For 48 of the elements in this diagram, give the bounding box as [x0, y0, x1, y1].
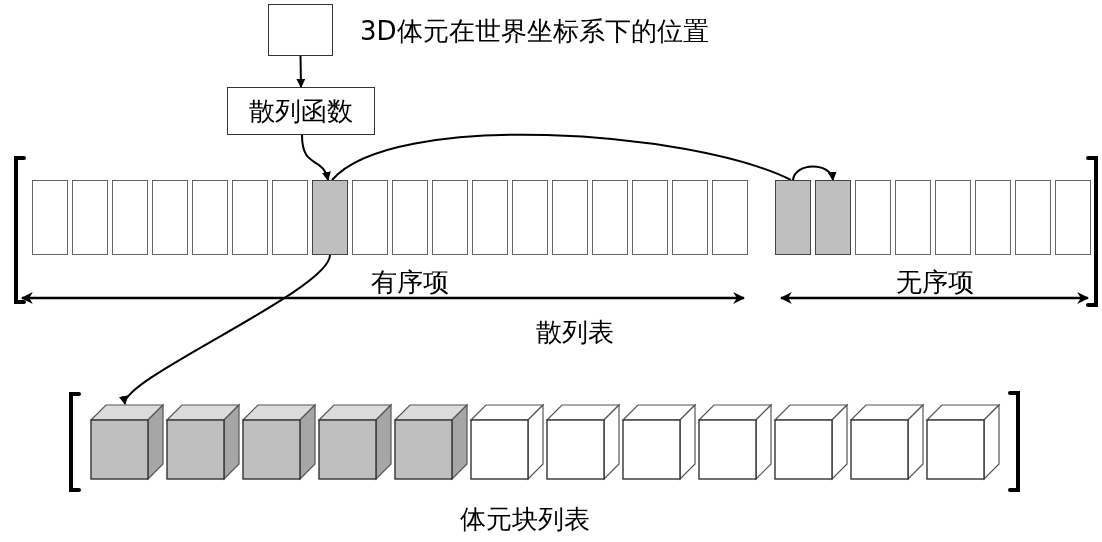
cube-drawing — [166, 404, 240, 480]
hash-cell — [712, 180, 748, 255]
hash-cell — [775, 180, 811, 255]
hash-cell — [512, 180, 548, 255]
arrow — [296, 55, 306, 88]
range-label: 无序项 — [896, 268, 974, 296]
hash-cell — [975, 180, 1011, 255]
hash-cell — [232, 180, 268, 255]
table-caption: 散列表 — [536, 318, 614, 346]
hash-cell — [632, 180, 668, 255]
process-box — [227, 87, 375, 135]
hash-cell — [552, 180, 588, 255]
hash-cell — [312, 180, 348, 255]
hash-cell — [935, 180, 971, 255]
cube-drawing — [90, 404, 164, 480]
hash-cell — [392, 180, 428, 255]
hash-cell — [1055, 180, 1091, 255]
cube-drawing — [394, 404, 468, 480]
hash-cell — [1015, 180, 1051, 255]
arrow — [792, 165, 836, 181]
caption-text: 3D体元在世界坐标系下的位置 — [360, 17, 709, 45]
hash-cell — [352, 180, 388, 255]
cube-drawing — [318, 404, 392, 480]
hash-cell — [152, 180, 188, 255]
hash-cell — [472, 180, 508, 255]
hash-cell — [272, 180, 308, 255]
cube-drawing — [926, 404, 1000, 480]
hash-cell — [432, 180, 468, 255]
hash-cell — [855, 180, 891, 255]
hash-cell — [32, 180, 68, 255]
hash-cell — [815, 180, 851, 255]
hash-cell — [192, 180, 228, 255]
box-label: 散列函数 — [249, 94, 353, 128]
hash-cell — [112, 180, 148, 255]
cube-drawing — [850, 404, 924, 480]
table-caption: 体元块列表 — [460, 505, 590, 533]
hash-cell — [592, 180, 628, 255]
arrow — [301, 134, 331, 181]
hash-cell — [672, 180, 708, 255]
hash-cell — [72, 180, 108, 255]
cube-drawing — [774, 404, 848, 480]
cube-drawing — [470, 404, 544, 480]
cube-drawing — [242, 404, 316, 480]
cube-drawing — [698, 404, 772, 480]
cube-drawing — [622, 404, 696, 480]
cube-drawing — [546, 404, 620, 480]
hash-cell — [895, 180, 931, 255]
range-label: 有序项 — [371, 268, 449, 296]
